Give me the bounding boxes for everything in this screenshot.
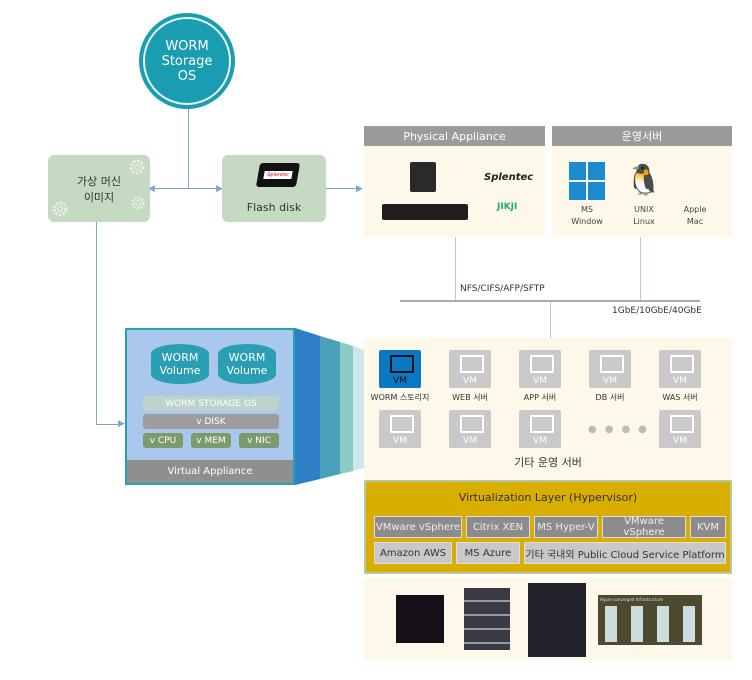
physical-appliance-header: Physical Appliance [364, 126, 545, 146]
hardware-panel: Hyper-converged Infrastructure [364, 578, 732, 660]
windows-icon [569, 162, 605, 200]
vm-other[interactable]: VM [449, 410, 491, 448]
network-bus [400, 300, 700, 302]
vm-label: WEB 서버 [452, 393, 488, 402]
connector [640, 237, 641, 300]
arrow-right-icon: ▶ [118, 419, 125, 429]
other-servers-caption: 기타 운영 서버 [514, 456, 582, 469]
physical-appliance-panel: Splentec JIKJI [364, 146, 545, 237]
cloud-item: 기타 국내외 Public Cloud Service Platform [524, 542, 726, 564]
vnic-block: v NIC [239, 433, 279, 448]
vm-worm-storage[interactable]: VM [379, 350, 421, 388]
hci-diagram: Hyper-converged Infrastructure [598, 595, 702, 645]
vm-db[interactable]: VM [589, 350, 631, 388]
vm-app[interactable]: VM [519, 350, 561, 388]
hypervisor-item: Citrix XEN [466, 516, 530, 538]
hypervisor-layer: Virtualization Layer (Hypervisor) VMware… [364, 480, 732, 574]
ellipsis-dots: ●●●● [588, 424, 655, 435]
arrow-right-icon: ▶ [356, 184, 363, 194]
vm-image-label: 가상 머신 [77, 174, 121, 188]
flash-disk-icon: Splentec [255, 163, 301, 187]
hypervisor-item: VMware vSphere [602, 516, 686, 538]
tower-server-icon [396, 595, 444, 643]
cloud-item: MS Azure [456, 542, 520, 564]
vmem-block: v MEM [191, 433, 231, 448]
gear-icon [131, 196, 145, 210]
connector [188, 108, 189, 188]
worm-storage-os-circle: WORM Storage OS [139, 13, 235, 109]
vm-image-box: 가상 머신 이미지 [48, 155, 150, 222]
os-line: Storage [161, 53, 213, 69]
hypervisor-item: VMware vSphere [374, 516, 462, 538]
rack-server-icon [382, 204, 468, 220]
connector [152, 188, 222, 189]
speed-label: 1GbE/10GbE/40GbE [612, 306, 702, 316]
arrow-left-icon: ◀ [148, 184, 155, 194]
gear-icon [52, 201, 68, 217]
protocols-label: NFS/CIFS/AFP/SFTP [460, 284, 545, 294]
zoom-projection [295, 328, 365, 485]
vcpu-block: v CPU [143, 433, 183, 448]
flash-brand: Splentec [263, 171, 293, 179]
hypervisor-item: KVM [690, 516, 726, 538]
hypervisor-title: Virtualization Layer (Hypervisor) [458, 491, 638, 504]
connector [96, 424, 122, 425]
connector [455, 237, 456, 300]
connector [550, 302, 551, 338]
nas-device-icon [410, 162, 436, 192]
flash-disk-box: Splentec Flash disk [222, 155, 326, 222]
vm-label: WORM 스토리지 [370, 393, 430, 402]
os-line: OS [177, 68, 197, 84]
hypervisor-item: MS Hyper-V [534, 516, 598, 538]
vm-other[interactable]: VM [379, 410, 421, 448]
jikji-logo: JIKJI [497, 202, 518, 212]
vm-label: APP 서버 [523, 393, 557, 402]
hci-label: Hyper-converged Infrastructure [600, 597, 663, 602]
rack-cluster-icon [528, 583, 586, 657]
flash-disk-label: Flash disk [246, 201, 302, 214]
vm-label: DB 서버 [595, 393, 625, 402]
vm-other[interactable]: VM [659, 410, 701, 448]
vm-area: VM VM VM VM VM WORM 스토리지 WEB 서버 APP 서버 D… [364, 338, 732, 480]
connector [326, 188, 360, 189]
linux-penguin-icon: 🐧 [625, 162, 663, 198]
worm-storage-os-layer: WORM STORAGE OS [143, 396, 279, 411]
apple-icon [680, 162, 710, 200]
vm-was[interactable]: VM [659, 350, 701, 388]
splentec-logo: Splentec [484, 172, 534, 183]
vm-image-label: 이미지 [83, 190, 115, 204]
vm-label: WAS 서버 [662, 393, 698, 402]
vdisk-layer: v DISK [143, 414, 279, 429]
virtual-appliance-footer: Virtual Appliance [127, 460, 293, 483]
vm-other[interactable]: VM [519, 410, 561, 448]
gear-icon [129, 159, 145, 175]
servers-header: 운영서버 [552, 126, 732, 146]
os-line: WORM [165, 38, 209, 54]
blade-server-icon [464, 588, 510, 650]
vm-web[interactable]: VM [449, 350, 491, 388]
arrow-right-icon: ▶ [216, 184, 223, 194]
connector [96, 222, 97, 424]
cloud-item: Amazon AWS [374, 542, 452, 564]
